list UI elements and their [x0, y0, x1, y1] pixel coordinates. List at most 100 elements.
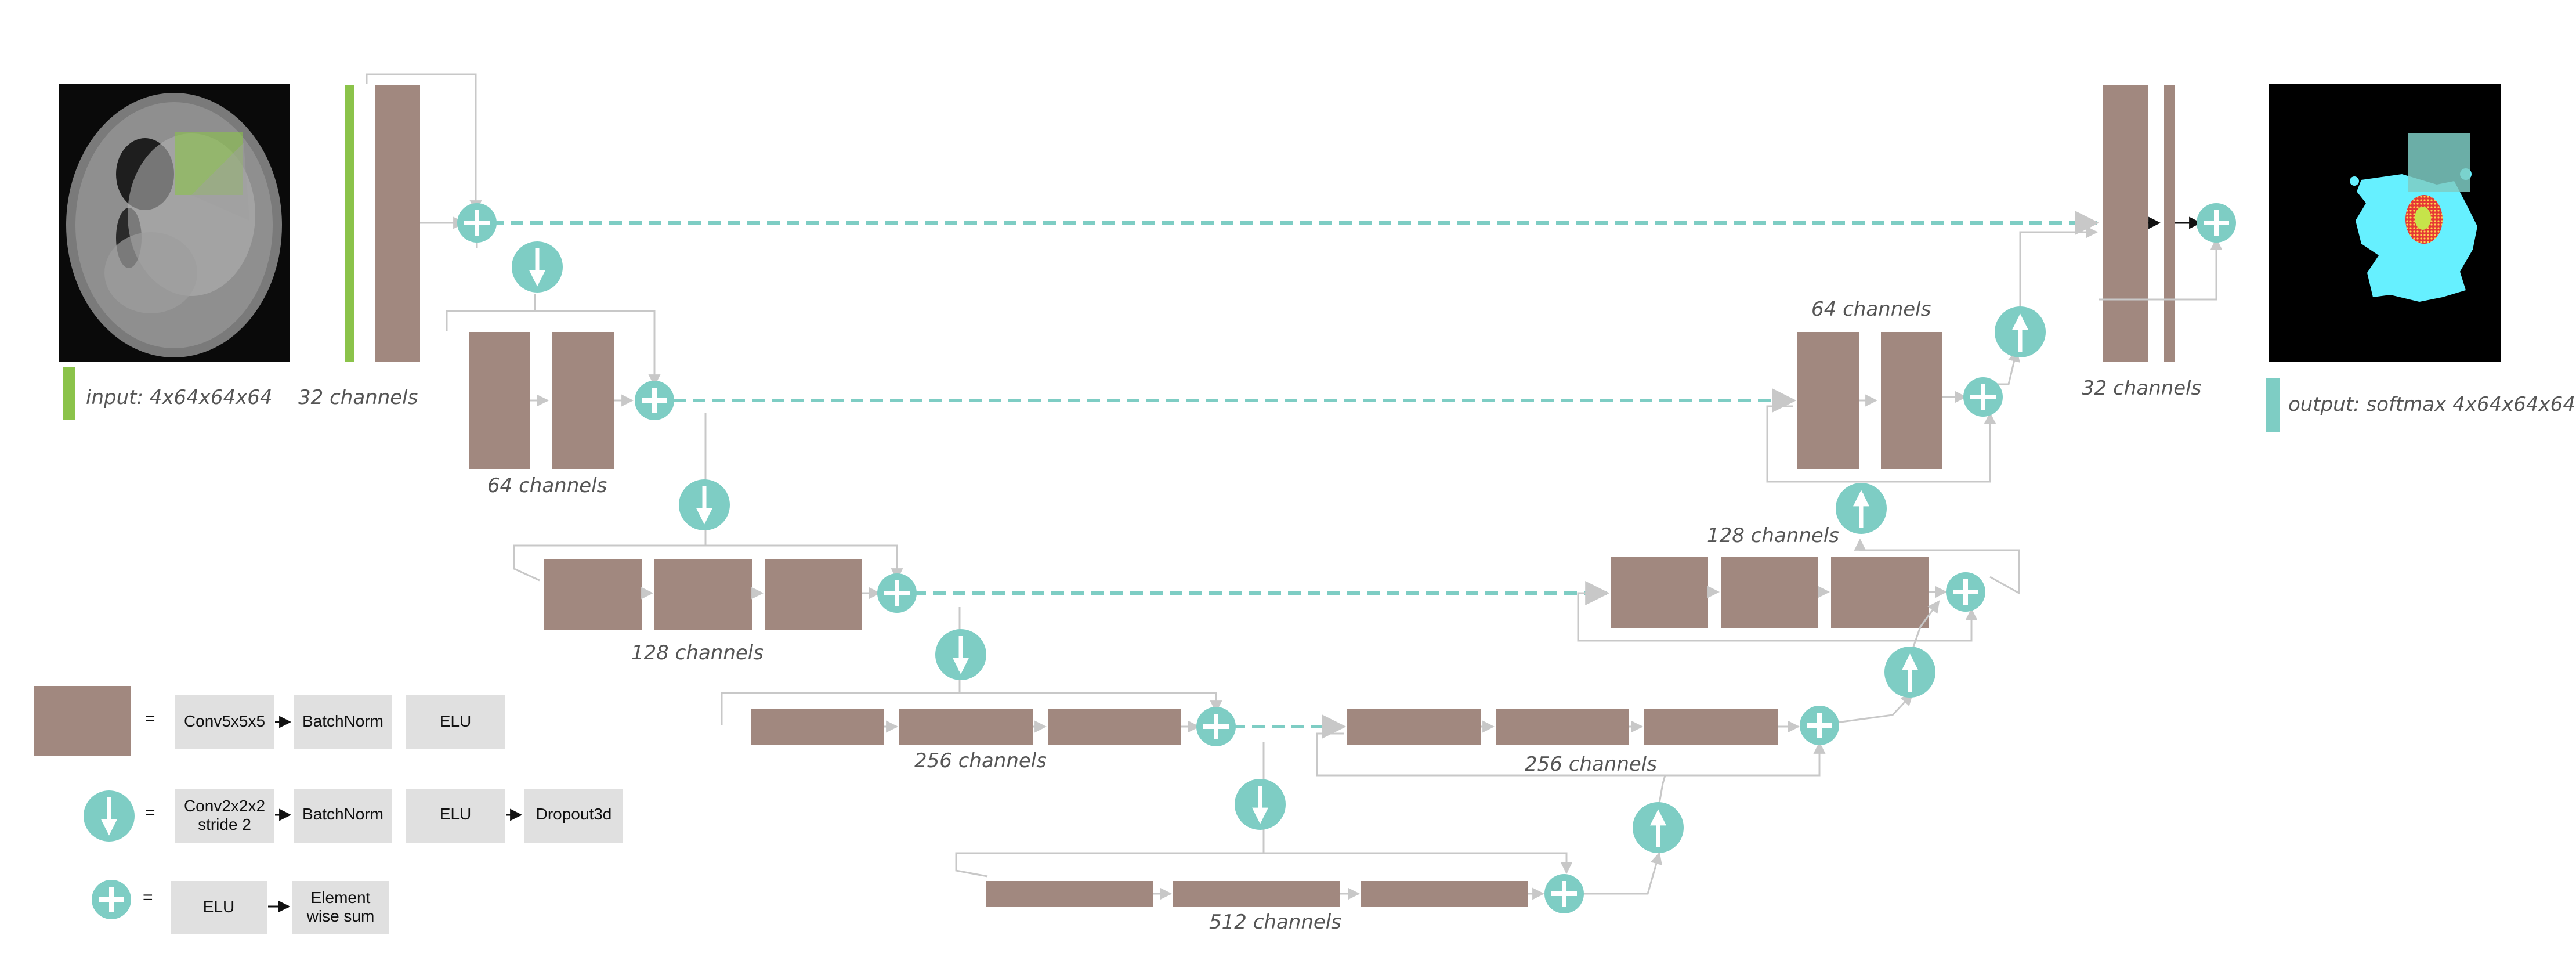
conv-block-dec32	[2103, 85, 2148, 362]
sum-node-enc64	[635, 381, 674, 420]
conv-block-dec32-final	[2164, 85, 2175, 362]
connector	[446, 294, 536, 331]
conv-block-enc32	[375, 85, 420, 362]
residual-connector	[960, 692, 1222, 713]
legend-downconv-label-line1: Conv2x2x2	[184, 797, 265, 815]
residual-connector	[535, 310, 661, 387]
dec64-label: 64 channels	[1811, 298, 1931, 321]
sum-node-bottom512	[1544, 874, 1584, 913]
residual-connector	[2099, 237, 2223, 301]
down-arrow-circle-icon	[935, 629, 986, 680]
conv-block-dec64-1	[1797, 332, 1859, 469]
up-arrow-circle-icon	[1884, 647, 1935, 698]
sum-node-enc128	[877, 573, 917, 613]
conv-block-enc128-3	[765, 559, 862, 630]
conv-block-enc256-1	[751, 709, 884, 745]
conv-block-enc256-3	[1048, 709, 1181, 745]
legend-conv-swatch	[34, 686, 131, 756]
sum-node-dec128	[1946, 572, 1985, 612]
connector	[2019, 226, 2099, 308]
sum-node-enc256	[1196, 707, 1236, 746]
conv-block-enc256-2	[899, 709, 1033, 745]
sum-node-dec256	[1800, 706, 1839, 745]
bottom512-label: 512 channels	[1209, 911, 1341, 934]
conv-block-enc64-2	[552, 332, 614, 469]
residual-connector	[1264, 852, 1573, 875]
legend-down-arrow-circle-icon	[84, 790, 135, 842]
down-arrow-circle-icon	[1235, 779, 1286, 830]
conv-block-dec128-2	[1721, 557, 1818, 628]
residual-connector	[705, 544, 903, 581]
conv-block-enc128-2	[654, 559, 752, 630]
output-label: output: softmax 4x64x64x64	[2288, 393, 2575, 416]
conv-block-dec256-2	[1496, 709, 1629, 745]
legend-batchnorm-label: BatchNorm	[302, 712, 383, 730]
conv-block-dec64-2	[1881, 332, 1942, 469]
legend-box	[175, 695, 274, 749]
connector	[955, 828, 1265, 878]
legend: = Conv5x5x5 BatchNorm ELU = Conv2x2x2 st…	[34, 686, 623, 934]
enc256-label: 256 channels	[914, 749, 1047, 772]
legend-plus-circle-icon	[92, 880, 131, 919]
input-channel-bar	[345, 85, 354, 362]
enc128-label: 128 channels	[631, 641, 764, 665]
conv-block-dec128-3	[1831, 557, 1929, 628]
residual-connector	[1865, 411, 1996, 483]
legend-box	[175, 789, 274, 843]
output-bar	[2266, 378, 2280, 432]
legend-elu-label: ELU	[440, 805, 471, 823]
sum-node-enc32	[457, 203, 497, 243]
residual-connector	[1766, 405, 1865, 483]
legend-conv-label: Conv5x5x5	[184, 712, 265, 730]
connector	[721, 679, 961, 725]
residual-connector	[1654, 741, 1826, 777]
conv-block-dec256-1	[1347, 709, 1481, 745]
residual-connector	[1577, 592, 1909, 642]
input-bar	[63, 367, 75, 420]
connector	[1658, 775, 1666, 804]
legend-dropout-label: Dropout3d	[536, 805, 612, 823]
conv-block-dec128-1	[1611, 557, 1708, 628]
legend-equals: =	[145, 709, 155, 728]
legend-box	[292, 881, 389, 934]
legend-box	[171, 881, 267, 934]
residual-connector	[366, 73, 482, 213]
legend-box	[406, 789, 505, 843]
conv-block-bottom512-3	[1361, 881, 1528, 907]
connector	[1911, 600, 1940, 651]
dec32-label: 32 channels	[2082, 377, 2201, 400]
input-mri-image	[59, 84, 290, 362]
connector	[1854, 538, 2020, 595]
legend-sum-label-line2: wise sum	[306, 907, 375, 925]
legend-sum-label-line1: Element	[311, 889, 371, 907]
connector	[513, 528, 707, 582]
legend-equals: =	[143, 888, 153, 907]
residual-connector	[1909, 608, 1978, 642]
dec128-label: 128 channels	[1707, 524, 1839, 547]
legend-batchnorm-label: BatchNorm	[302, 805, 383, 823]
input-label: input: 4x64x64x64	[86, 386, 273, 409]
sum-node-dec64	[1963, 377, 2003, 417]
up-arrow-circle-icon	[1995, 306, 2046, 358]
conv-block-dec256-3	[1644, 709, 1778, 745]
legend-elu-label: ELU	[440, 712, 471, 730]
legend-equals: =	[145, 803, 155, 822]
conv-block-bottom512-1	[986, 881, 1153, 907]
legend-box	[406, 695, 505, 749]
down-arrow-circle-icon	[512, 241, 563, 292]
up-arrow-circle-icon	[1836, 483, 1887, 534]
legend-box	[294, 695, 392, 749]
residual-connector	[1316, 732, 1654, 777]
conv-block-bottom512-2	[1173, 881, 1340, 907]
connector	[1832, 693, 1913, 724]
down-arrow-circle-icon	[679, 479, 730, 530]
conv-block-enc128-1	[544, 559, 642, 630]
legend-box	[294, 789, 392, 843]
legend-downconv-label-line2: stride 2	[198, 815, 251, 833]
sum-node-output	[2197, 203, 2236, 243]
up-arrow-circle-icon	[1633, 802, 1684, 853]
legend-sum-elu-label: ELU	[203, 898, 234, 916]
output-segmentation-image	[2269, 84, 2501, 362]
legend-box	[524, 789, 623, 843]
